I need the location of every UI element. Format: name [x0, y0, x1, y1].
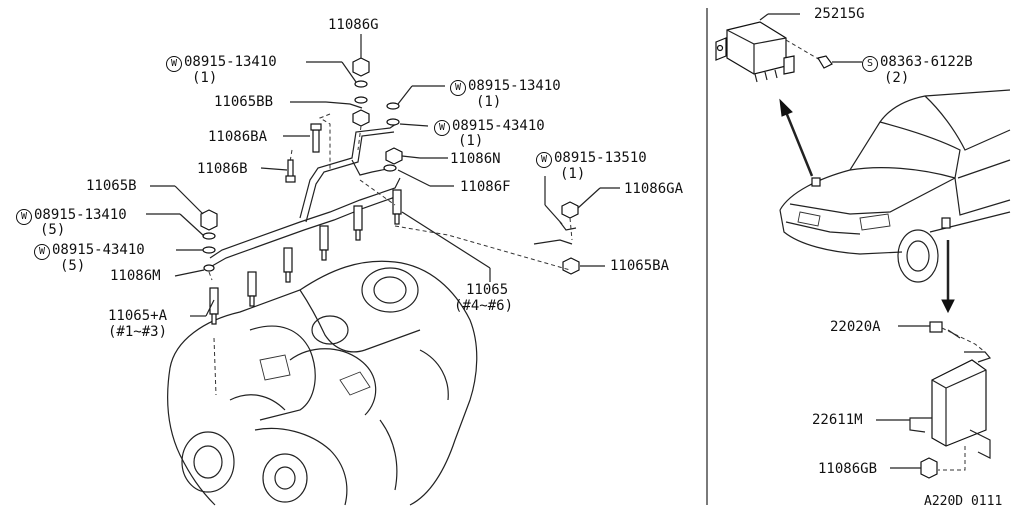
label-washer-3-qty: (1)	[458, 133, 484, 149]
washer-2-part-number: 08915-13410	[468, 78, 561, 94]
label-11065B: 11065B	[86, 178, 137, 194]
label-11086M: 11086M	[110, 268, 161, 284]
washer-symbol-icon: W	[16, 209, 32, 225]
dashed-lines-left	[208, 113, 573, 396]
label-11086B: 11086B	[197, 161, 248, 177]
small-hardware	[200, 57, 580, 275]
washer-1-part-number: 08915-13410	[184, 54, 277, 70]
label-11065A-range: (#1~#3)	[108, 324, 168, 340]
washer-3-part-number: 08915-43410	[452, 118, 545, 134]
label-11086N: 11086N	[450, 151, 501, 167]
relay-drawing	[715, 13, 862, 83]
label-11086BA: 11086BA	[208, 129, 268, 145]
washer-5-part-number: 08915-13410	[34, 207, 127, 223]
location-arrows	[779, 98, 955, 314]
label-11065-range: (#4~#6)	[454, 298, 514, 314]
label-11065: 11065	[466, 282, 509, 298]
label-washer-4-qty: (1)	[560, 166, 586, 182]
label-22611M: 22611M	[812, 412, 863, 428]
label-washer-2-qty: (1)	[476, 94, 502, 110]
label-washer-1-qty: (1)	[192, 70, 218, 86]
washer-symbol-icon: W	[166, 56, 182, 72]
label-screw-1-qty: (2)	[884, 70, 910, 86]
label-25215G: 25215G	[814, 6, 865, 22]
diagram-code: A220D 0111	[924, 494, 1003, 509]
label-11086GA: 11086GA	[624, 181, 684, 197]
car-drawing	[779, 89, 1011, 283]
label-22020A: 22020A	[830, 319, 881, 335]
label-11086G: 11086G	[328, 17, 379, 33]
washer-symbol-icon: W	[34, 244, 50, 260]
washer-symbol-icon: W	[536, 152, 552, 168]
screw-symbol-icon: S	[862, 56, 878, 72]
label-washer-5-qty: (5)	[40, 222, 66, 238]
screw-1-part-number: 08363-6122B	[880, 54, 973, 70]
engine-block-drawing	[167, 260, 478, 506]
washer-symbol-icon: W	[434, 120, 450, 136]
label-11065BA: 11065BA	[610, 258, 670, 274]
glow-plugs	[209, 189, 402, 325]
label-11086F: 11086F	[460, 179, 511, 195]
label-washer-6-qty: (5)	[60, 258, 86, 274]
washer-6-part-number: 08915-43410	[52, 242, 145, 258]
label-11065A: 11065+A	[108, 308, 168, 324]
washer-4-part-number: 08915-13510	[554, 150, 647, 166]
label-11065BB: 11065BB	[214, 94, 274, 110]
glow-plug-harness	[209, 123, 401, 267]
washer-symbol-icon: W	[450, 80, 466, 96]
control-unit-drawing	[876, 321, 992, 479]
label-11086GB: 11086GB	[818, 461, 878, 477]
leader-lines-left	[146, 34, 620, 317]
